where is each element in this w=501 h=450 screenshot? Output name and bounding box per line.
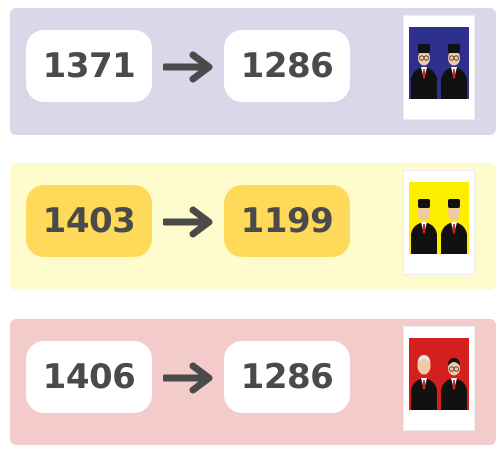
two-candidates-portrait-icon [409,338,469,410]
from-value: 1406 [26,341,152,413]
candidate-photo [404,16,474,119]
from-value: 1371 [26,30,152,102]
candidate-photo [404,171,474,274]
two-candidates-portrait-icon [409,182,469,254]
two-candidates-portrait-icon [409,27,469,99]
comparison-row-3: 1406 1286 [10,319,496,445]
candidate-photo [404,327,474,430]
to-value: 1286 [224,30,350,102]
right-arrow-icon [163,51,213,83]
right-arrow-icon [163,206,213,238]
from-value: 1403 [26,185,152,257]
right-arrow-icon [163,362,213,394]
to-value: 1286 [224,341,350,413]
comparison-row-1: 1371 1286 [10,8,496,135]
comparison-row-2: 1403 1199 [10,163,496,290]
to-value: 1199 [224,185,350,257]
